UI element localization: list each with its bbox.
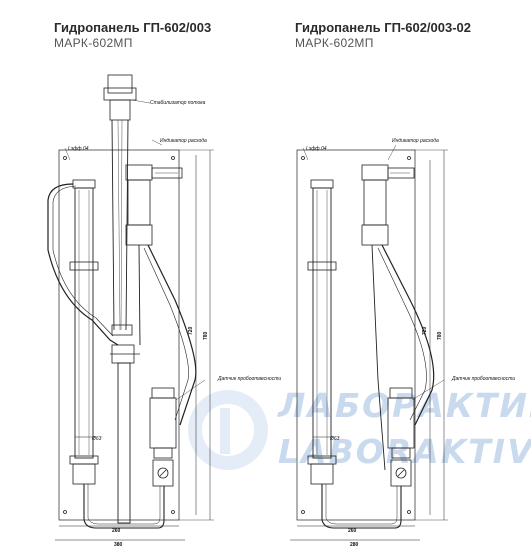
right-height-1-dim: 720 <box>422 326 428 335</box>
right-thread-label: Lэфф.04 <box>306 146 327 152</box>
watermark-logo-icon <box>188 390 268 470</box>
left-width-outer-dim: 380 <box>114 542 123 548</box>
right-width-inner-dim: 260 <box>348 528 357 534</box>
right-dia-label: Ø63 <box>329 436 340 442</box>
left-sampling-sensor-label: Датчик пробоотвесности <box>217 376 281 382</box>
left-dia-label: Ø63 <box>91 436 102 442</box>
left-panel-subtitle: МАРК-602МП <box>54 36 133 50</box>
right-schematic <box>290 144 448 541</box>
left-width-inner-dim: 260 <box>112 528 121 534</box>
watermark-line-1: ЛАБОРАКТИВ <box>278 386 531 425</box>
right-sampling-sensor-label: Датчик пробоотвесности <box>451 376 515 382</box>
right-flow-indicator-label: Индикатор расхода <box>392 138 439 144</box>
left-panel-title: Гидропанель ГП-602/003 <box>54 20 212 35</box>
right-panel-subtitle: МАРК-602МП <box>295 36 374 50</box>
right-height-2-dim: 780 <box>437 331 443 340</box>
left-flow-indicator-label: Индикатор расхода <box>160 138 207 144</box>
left-thread-label: Lэфф.04 <box>68 146 89 152</box>
left-schematic <box>47 74 214 541</box>
left-height-2-dim: 780 <box>203 331 209 340</box>
right-panel-title: Гидропанель ГП-602/003-02 <box>295 20 472 35</box>
watermark-line-2: LABORAKTIV <box>278 432 531 471</box>
left-height-1-dim: 720 <box>188 326 194 335</box>
left-stabilizer-label: Стабилизатор потока <box>150 100 206 106</box>
right-width-outer-dim: 280 <box>350 542 359 548</box>
